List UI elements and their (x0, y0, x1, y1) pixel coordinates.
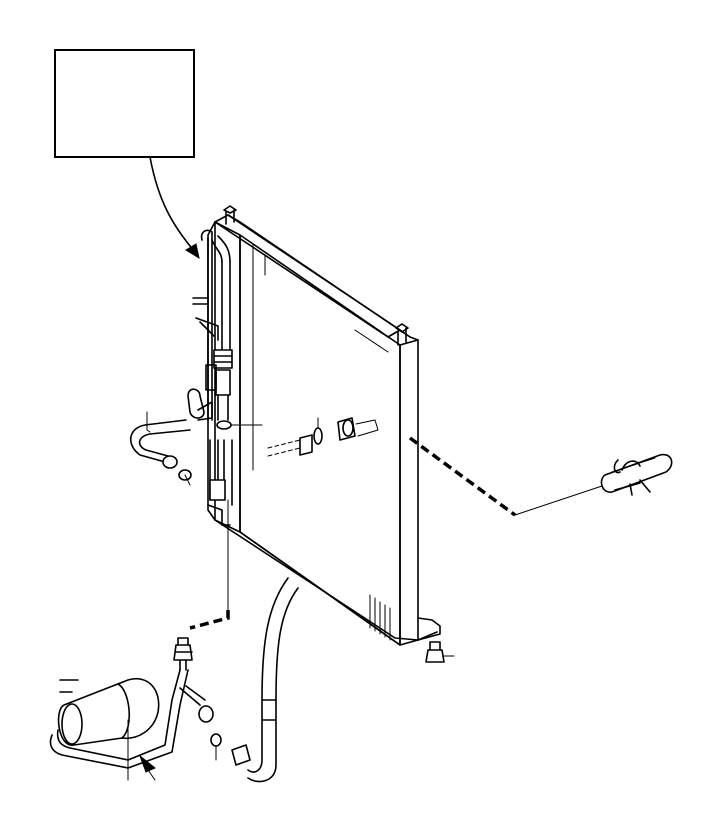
fitting-hardware-middle (267, 417, 379, 457)
receiver-drier (49, 669, 189, 781)
dashed-connector-right (408, 436, 606, 517)
callout-box (54, 49, 195, 158)
callout-leader-arrow (149, 156, 200, 260)
refrigerant-line-lower (130, 419, 233, 611)
pipe-fitting-nut (173, 637, 193, 671)
seal-o-ring-set (179, 685, 222, 761)
pressure-switch (146, 388, 263, 433)
suction-hose (231, 577, 299, 783)
refrigerant-line-upper (192, 229, 233, 421)
bottom-mount-fitting (425, 641, 455, 663)
fan-motor-cylinder (600, 453, 673, 496)
dashed-connector-lower (189, 610, 230, 630)
